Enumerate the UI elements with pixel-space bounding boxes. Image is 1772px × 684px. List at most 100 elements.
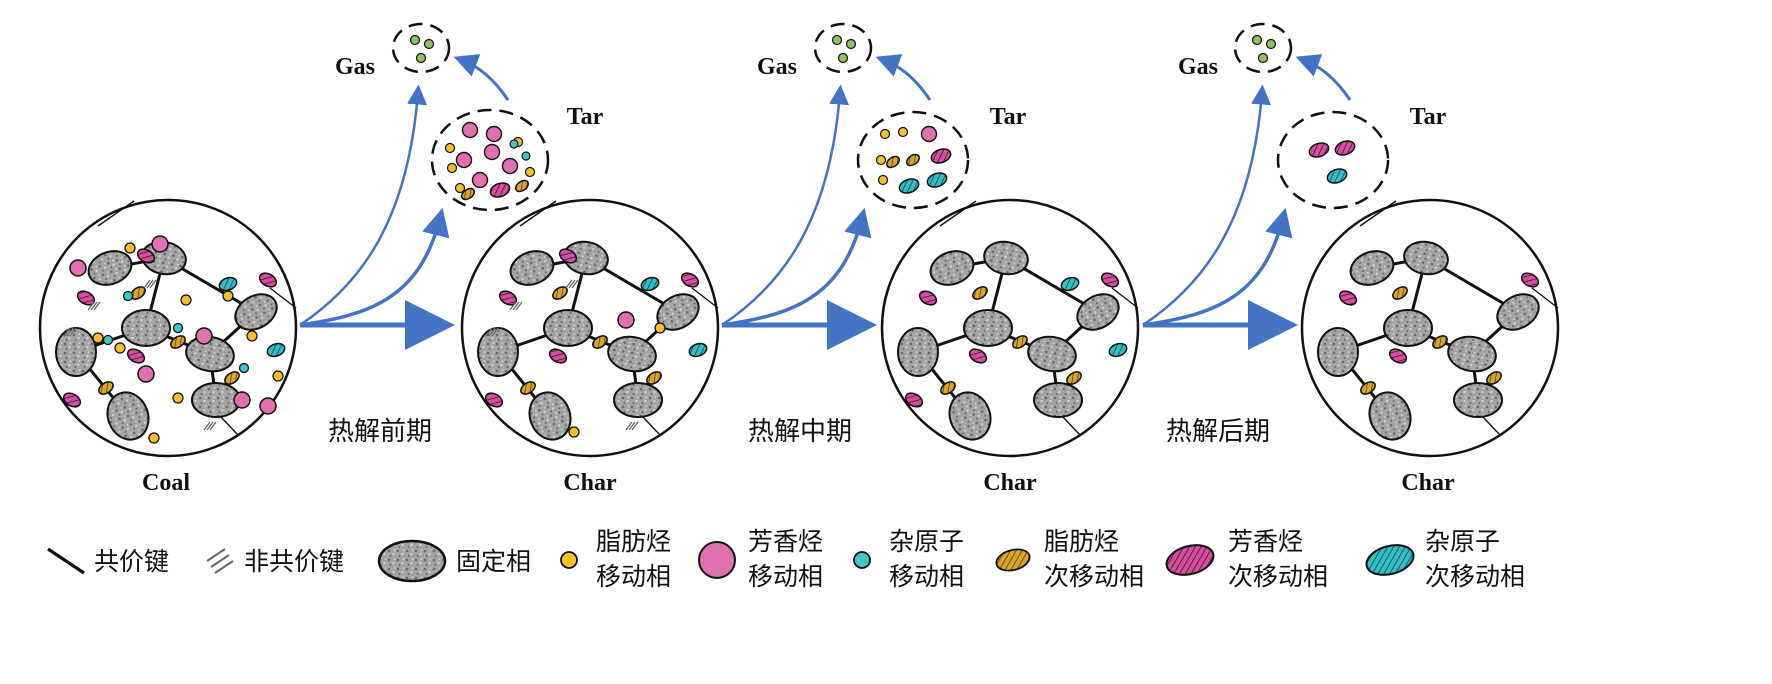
aliphatic-mobile [875,154,887,166]
grain-line [1481,415,1501,436]
noncovalent-bond [491,327,499,337]
secondary-aliphatic [1486,371,1502,385]
fixed-phase [121,309,171,347]
particle-char-1 [460,198,720,458]
fixed-phase [543,309,593,347]
secondary-aliphatic [170,335,186,349]
secondary-hetero [926,172,948,188]
secondary-hetero [898,178,920,194]
secondary-aromatic [904,392,924,408]
gas-bubble-3 [1233,22,1293,74]
noncovalent-bond [571,279,579,289]
noncovalent-bond [90,301,98,311]
aliphatic-mobile [272,370,284,382]
stages-layer [38,22,1560,458]
noncovalent-bond [625,421,633,431]
secondary-aromatic [489,182,511,198]
aromatic-mobile [259,397,277,415]
tar-gas-arrow-3 [1295,54,1352,101]
fixed-phase [1027,335,1077,373]
fixed-phase [191,382,241,418]
aromatic-mobile [455,151,473,169]
particle-coal [38,198,298,458]
secondary-aromatic [680,272,700,288]
fixed-phase [87,250,133,286]
particle-char-2 [880,198,1140,458]
secondary-aromatic [1520,272,1540,288]
secondary-hetero [1326,168,1348,184]
tar-label-2: Tar [990,104,1027,130]
secondary-aromatic [930,148,952,164]
particle-char-3 [1300,198,1560,458]
grain-line [97,200,135,227]
noncovalent-bond [146,279,154,289]
secondary-aromatic [62,392,82,408]
secondary-aromatic [558,248,578,264]
gas-label-2: Gas [757,54,797,80]
secondary-aliphatic [552,286,568,300]
secondary-aromatic [1388,348,1408,364]
grain-line [641,415,661,436]
gas-arrow-2 [721,84,850,327]
hetero-mobile-icon [853,551,871,569]
fixed-phase [509,250,555,286]
grain-line [1061,415,1081,436]
grain-line [269,287,297,309]
covalent-bond-icon [47,547,85,575]
hetero-mobile [102,334,114,346]
gas-bubble-1-outline [391,22,451,74]
legend-aromatic-mobile-1: 芳香烃 [748,527,823,556]
aliphatic-mobile [897,126,909,138]
gas-arrow-1 [299,84,428,327]
aliphatic-mobile [446,162,458,174]
secondary-aliphatic [1432,335,1448,349]
secondary-aromatic [1308,142,1330,158]
legend-aromatic-mobile-2: 移动相 [748,562,823,591]
gas-label-1: Gas [335,54,375,80]
aromatic-mobile-icon [698,541,736,579]
aliphatic-mobile [877,174,889,186]
noncovalent-bond [66,327,74,337]
fixed-phase [528,391,572,441]
fixed-phase [1317,327,1359,377]
gas-bubble-3-outline [1233,22,1293,74]
aromatic-mobile [483,143,501,161]
grain-line [1359,200,1397,227]
aromatic-mobile [485,125,503,143]
fixed-phase [607,335,657,373]
tar-gas-arrow-2 [875,54,932,101]
gas-molecule [423,38,435,50]
char-label-2: Char [983,470,1037,496]
noncovalent-bond [143,279,151,289]
aromatic-mobile [920,125,938,143]
fixed-phase [1403,240,1449,276]
fixed-phase [106,391,150,441]
aliphatic-secondary-icon [995,548,1031,572]
secondary-aromatic [548,348,568,364]
noncovalent-bond [515,301,523,311]
fixed-phase [1383,309,1433,347]
tar-arrow-2 [721,207,872,327]
tar-arrow-1 [299,207,450,327]
aromatic-mobile [233,391,251,409]
aliphatic-mobile [92,332,104,344]
stage-mid-label: 热解中期 [748,417,852,447]
gas-molecule [837,52,849,64]
tar-arrow-3 [1142,207,1293,327]
fixed-phase [1496,293,1540,331]
legend-aliphatic-mobile-2: 移动相 [596,562,671,591]
secondary-aromatic [258,272,278,288]
fixed-phase [185,335,235,373]
coal-label: Coal [142,470,190,496]
secondary-aliphatic [224,371,240,385]
legend-covalent: 共价键 [94,547,169,576]
legend-hetero-secondary-2: 次移动相 [1425,562,1525,591]
fixed-phase [1453,382,1503,418]
hetero-mobile [521,151,531,161]
gas-molecule [409,34,421,46]
stage-early-label: 热解前期 [328,417,432,447]
gas-molecule [1251,34,1263,46]
grain-line [219,415,239,436]
gas-bubble-2-outline [813,22,873,74]
